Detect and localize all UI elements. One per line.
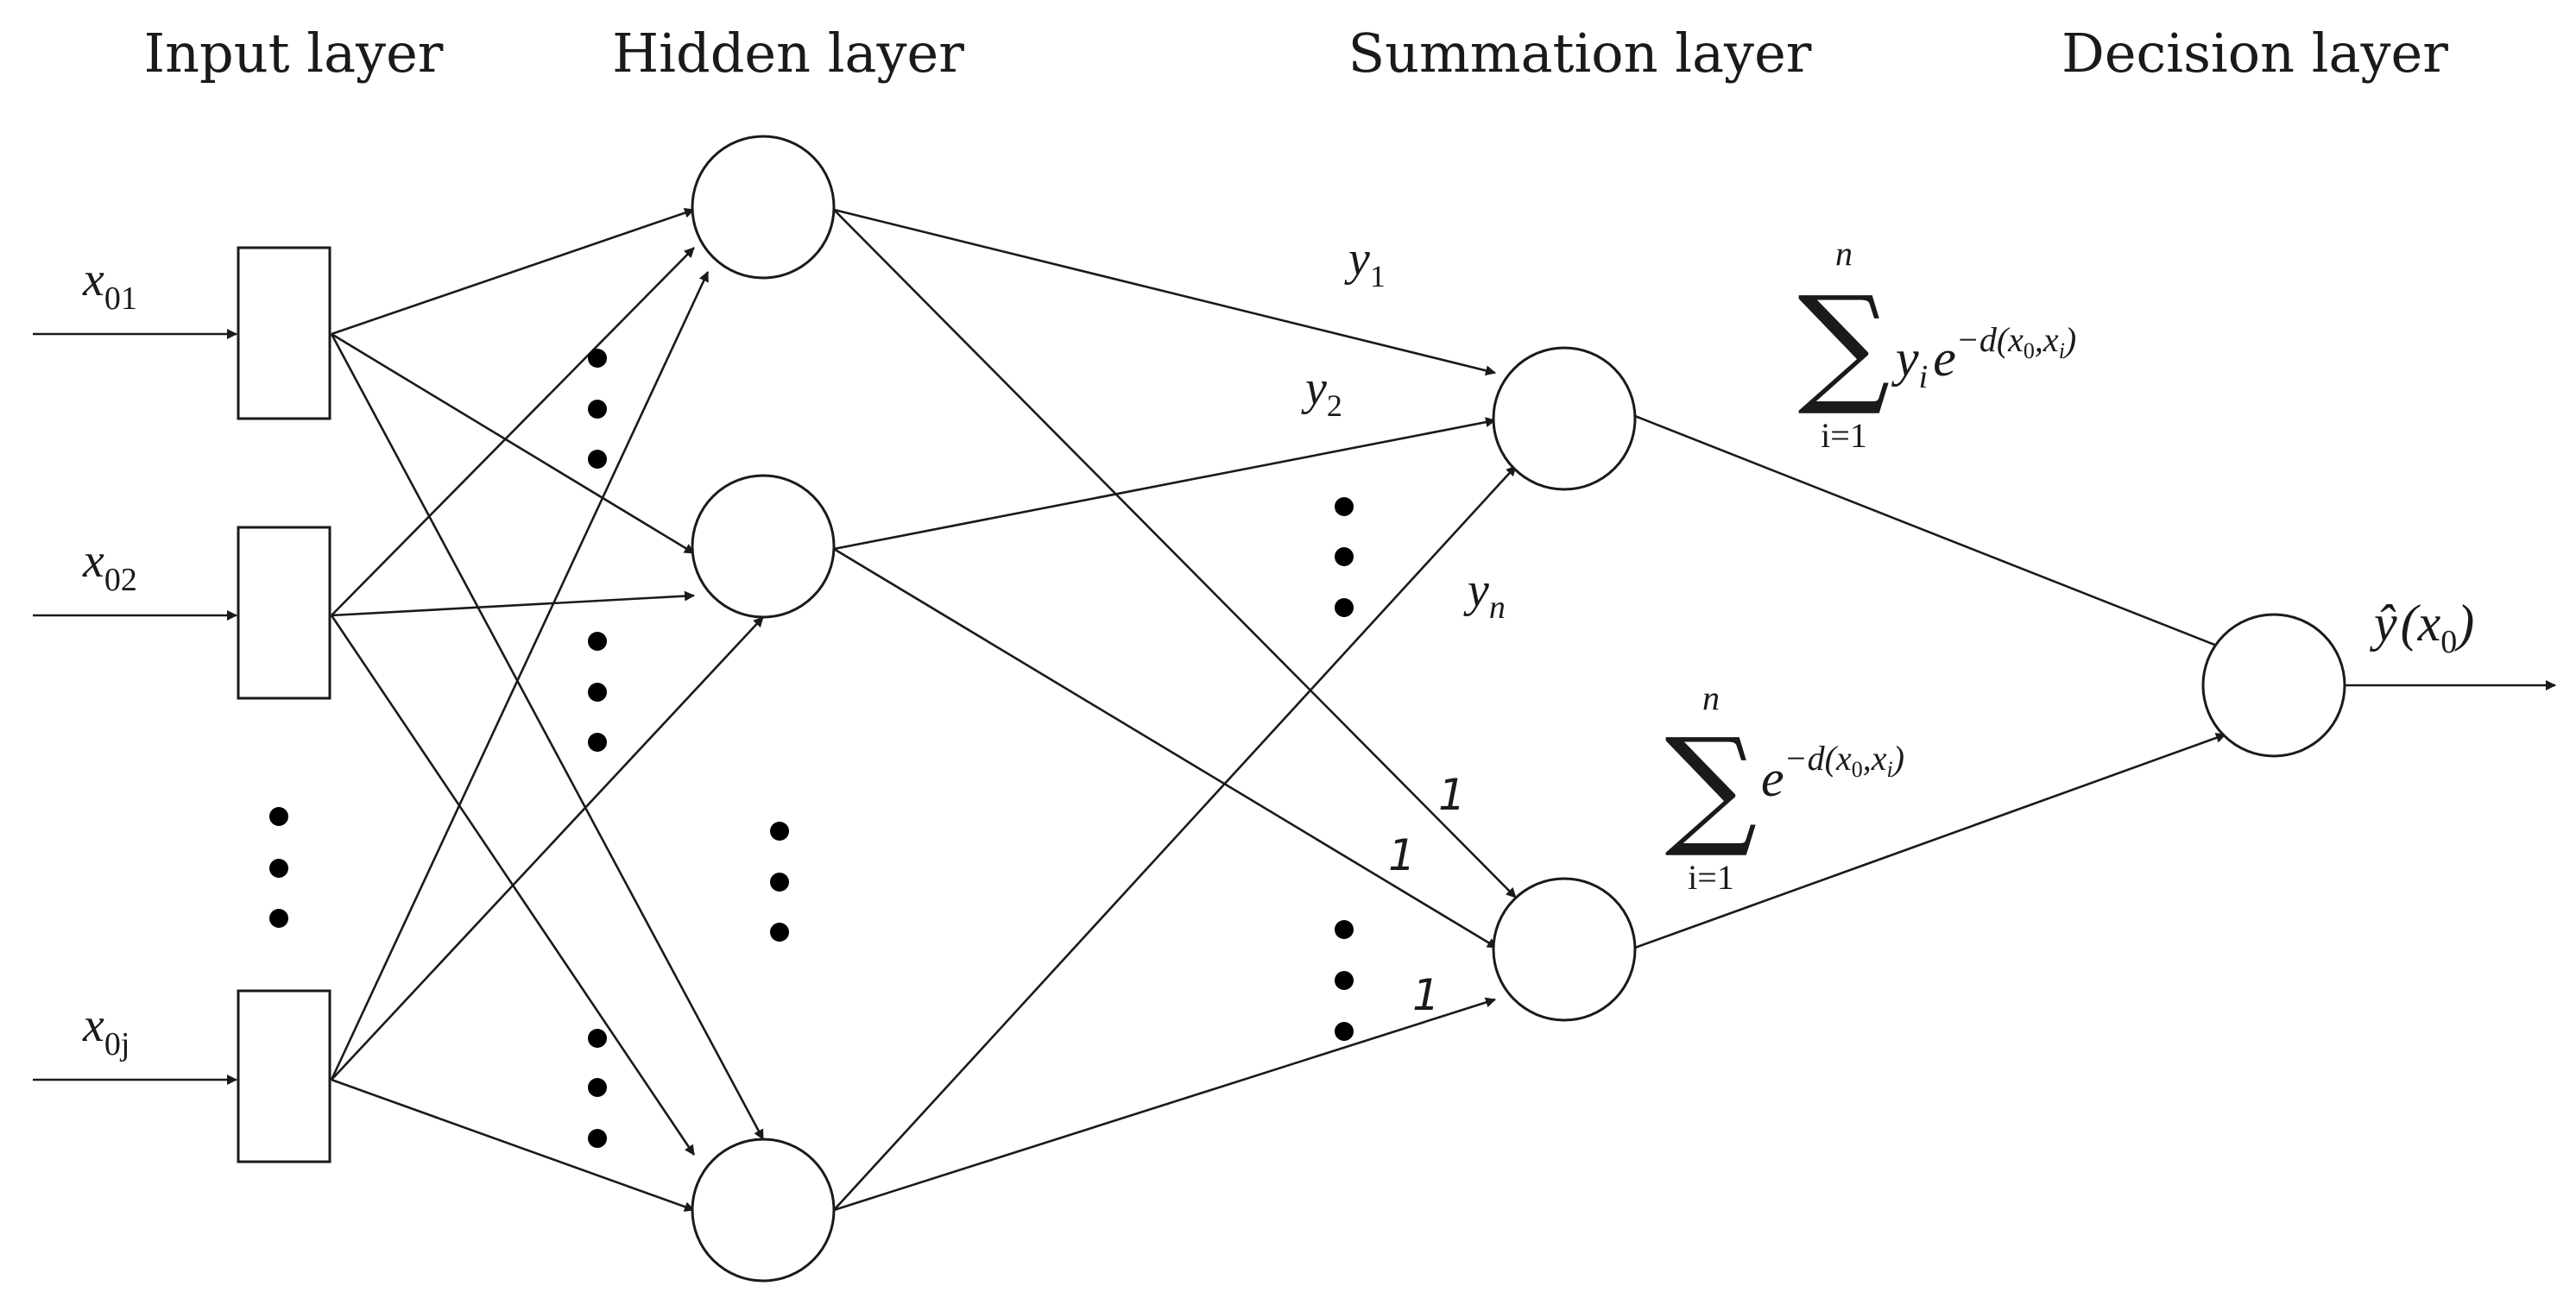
hidden-node-n	[691, 1138, 836, 1283]
ellipsis-one-labels	[1335, 920, 1354, 1041]
edge-label-one-2: 1	[1388, 830, 1416, 880]
decision-node	[2201, 613, 2346, 758]
svg-text:e−d(x0,xi): e−d(x0,xi)	[1761, 739, 1904, 807]
ellipsis-hidden-nodes	[770, 822, 789, 942]
header-summation-layer: Summation layer	[1348, 22, 1812, 85]
ellipsis-hidden-upper	[588, 349, 607, 469]
summation-node-numerator	[1492, 346, 1637, 491]
svg-text:yie−d(x0,xi): yie−d(x0,xi)	[1891, 320, 2076, 395]
header-decision-layer: Decision layer	[2061, 22, 2448, 85]
svg-text:n: n	[1702, 678, 1720, 717]
edge-label-yn: yn	[1463, 564, 1506, 626]
svg-text:n: n	[1835, 234, 1853, 273]
edge-label-y2: y2	[1301, 362, 1342, 423]
input-label-x02: x02	[82, 534, 137, 598]
hidden-to-summation-edges	[833, 208, 1517, 1212]
header-input-layer: Input layer	[144, 22, 444, 85]
input-arrows	[33, 329, 237, 1085]
hidden-node-1	[691, 135, 836, 280]
svg-text:i=1: i=1	[1688, 858, 1734, 897]
ellipsis-hidden-lower	[588, 1029, 607, 1148]
summation-to-decision-edges	[1634, 414, 2556, 949]
header-hidden-layer: Hidden layer	[612, 22, 964, 85]
input-to-hidden-edges	[330, 207, 765, 1212]
edge-label-y1: y1	[1344, 232, 1386, 293]
input-node-2	[237, 526, 331, 700]
edge-label-one-3: 1	[1412, 970, 1440, 1020]
formula-denominator: n ∑ i=1 e−d(x0,xi)	[1664, 678, 1904, 897]
svg-text:i=1: i=1	[1821, 416, 1867, 455]
sigma-symbol: ∑	[1797, 269, 1890, 419]
summation-node-denominator	[1492, 877, 1637, 1022]
sigma-symbol: ∑	[1664, 711, 1757, 861]
hidden-node-2	[691, 474, 836, 619]
edge-label-one-1: 1	[1438, 770, 1466, 820]
input-label-x0j: x0j	[82, 999, 129, 1062]
output-label: ŷ(x0)	[2369, 595, 2474, 660]
input-node-j	[237, 989, 331, 1163]
ellipsis-inputs	[269, 807, 288, 928]
input-node-1	[237, 246, 331, 420]
ellipsis-y-labels	[1335, 497, 1354, 617]
input-label-x01: x01	[82, 253, 137, 317]
ellipsis-hidden-middle	[588, 632, 607, 752]
